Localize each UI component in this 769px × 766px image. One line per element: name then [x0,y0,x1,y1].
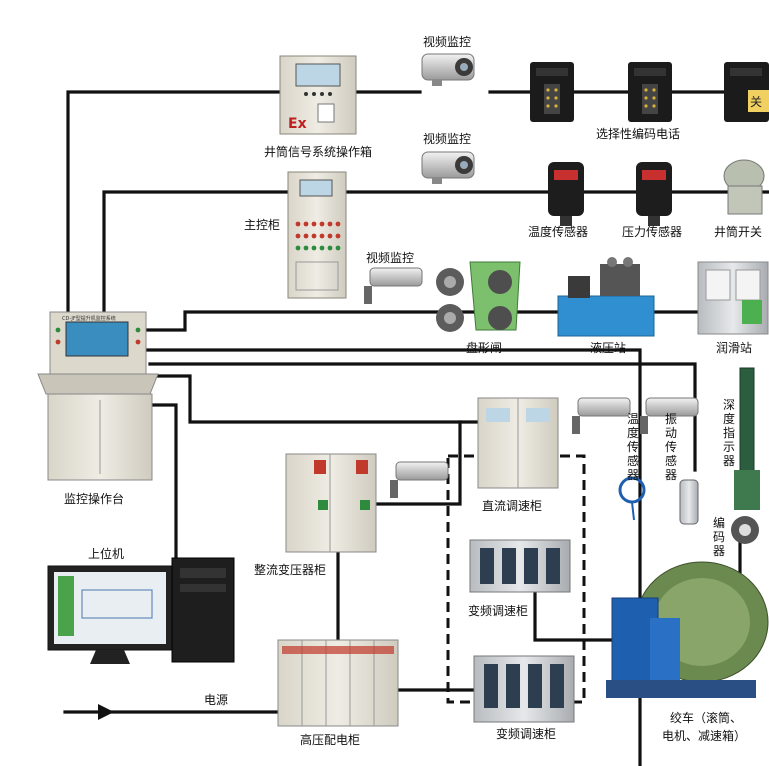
label-monitor-console: 监控操作台 [64,491,124,506]
label-encoder-vertical: 编码器 [712,516,725,558]
disc-brake-device[interactable] [436,261,521,332]
label-dc-speed-cabinet: 直流调速柜 [482,499,542,513]
label-rectifier-cabinet: 整流变压器柜 [254,562,326,577]
temp-probe-icon [618,476,646,521]
encoder-icon [731,516,759,544]
phone-icon[interactable] [530,62,574,122]
label-temp-sensor-vertical: 温度传感器 [626,412,639,482]
rectifier-cabinet[interactable] [285,453,377,553]
camera-icon [390,461,449,498]
label-video-2: 视频监控 [423,131,471,146]
console-screen-title: CD-JF型提升机监控系统 [62,315,116,322]
label-shaft-switch: 井筒开关 [714,224,762,239]
label-vfd-cabinet-1: 变频调速柜 [468,603,528,618]
label-hv-cabinet: 高压配电柜 [300,732,360,747]
hv-cabinet[interactable] [277,639,399,727]
label-main-cabinet: 主控柜 [244,218,280,232]
vfd-cabinet-2[interactable] [473,655,575,723]
sensor-icon [636,162,672,226]
hydraulic-station-device[interactable] [557,257,655,337]
label-power-source: 电源 [204,693,228,707]
label-video-3: 视频监控 [366,250,414,265]
camera-icon [640,397,699,434]
line-host [148,403,178,570]
line-second-bus [102,190,290,320]
power-arrow-icon [98,704,114,720]
line-dc [146,374,480,424]
sensor-icon [548,162,584,226]
dc-speed-cabinet[interactable] [477,397,559,489]
label-lube-station: 润滑站 [716,341,752,355]
label-host-pc: 上位机 [88,546,124,561]
camera-icon [364,267,423,304]
vfd-cabinet-1[interactable] [469,539,571,593]
label-pressure-sensor: 压力传感器 [622,224,682,239]
lube-station-device[interactable] [697,261,769,335]
phone-key-text: 关 [750,95,762,109]
line-fifth-bus [148,362,697,472]
camera-icon [572,397,631,434]
label-winch-line2: 电机、减速箱） [662,728,746,743]
label-depth-indicator-vertical: 深度指示器 [722,398,735,468]
main-control-cabinet[interactable] [287,171,347,299]
line-rect [376,420,462,506]
shaft-switch-device[interactable] [723,159,765,215]
camera-icon [421,53,475,86]
depth-indicator-device[interactable] [734,367,760,510]
phone-icon[interactable] [628,62,672,122]
pc-tower[interactable] [171,557,235,663]
vibration-sensor-icon [679,479,699,525]
monitor-icon[interactable] [47,565,173,664]
label-shaft-signal-box: 井筒信号系统操作箱 [264,144,372,159]
shaft-signal-box[interactable]: Ex [279,55,357,135]
ex-mark: Ex [288,116,307,132]
label-disc-brake: 盘形闸 [466,340,502,355]
label-temp-sensor: 温度传感器 [528,224,588,239]
label-video-1: 视频监控 [423,34,471,49]
phone-icon[interactable]: 关 [724,62,769,122]
winch-device[interactable] [606,561,769,698]
camera-icon [421,151,475,184]
monitor-console[interactable]: CD-JF型提升机监控系统 [37,311,159,481]
line-top-bus [66,90,287,312]
label-hydraulic-station: 液压站 [590,340,626,355]
label-winch-line1: 绞车（滚筒、 [670,710,742,725]
label-vfd-cabinet-2: 变频调速柜 [496,726,556,741]
label-coded-phone: 选择性编码电话 [596,126,680,141]
label-vibration-sensor-vertical: 振动传感器 [664,412,677,482]
